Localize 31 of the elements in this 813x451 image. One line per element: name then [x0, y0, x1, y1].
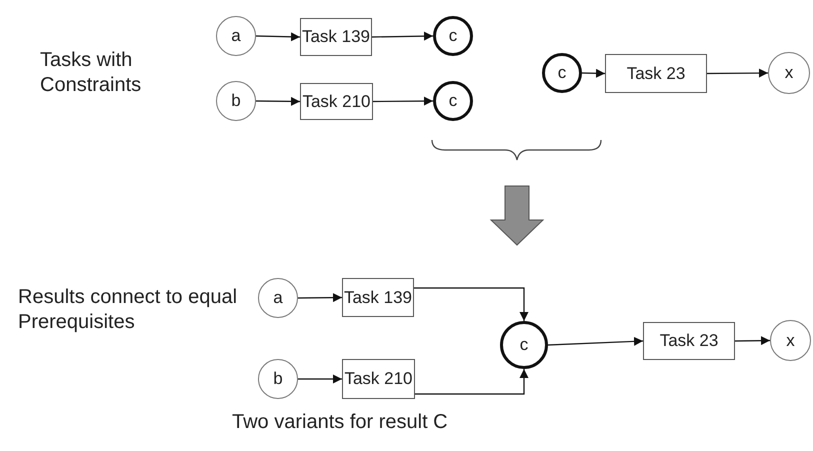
arrow [298, 293, 342, 302]
task-box: Task 210 [342, 359, 415, 399]
state-circle: a [216, 16, 256, 56]
arrow [548, 336, 644, 346]
task-box: Task 23 [643, 322, 735, 360]
task-box: Task 139 [300, 18, 372, 56]
arrow [298, 374, 342, 384]
caption-text: Two variants for result C [232, 410, 449, 435]
caption-text: Tasks with Constraints [40, 48, 142, 98]
arrow [373, 96, 433, 106]
state-circle: c [433, 16, 473, 56]
arrow [414, 287, 528, 321]
state-circle: x [768, 52, 810, 94]
task-box: Task 23 [605, 54, 707, 93]
state-circle: b [258, 359, 298, 399]
arrow [256, 96, 300, 106]
arrow [256, 32, 300, 42]
arrow [707, 68, 768, 78]
caption-text: Results connect to equal Prerequisites [18, 285, 238, 335]
state-circle: c [500, 321, 548, 369]
state-circle: a [258, 278, 298, 318]
arrow [735, 336, 770, 346]
state-circle: c [542, 53, 582, 93]
state-circle: c [433, 81, 473, 121]
arrow [415, 369, 528, 395]
state-circle: x [770, 320, 811, 361]
arrow [372, 32, 434, 41]
task-box: Task 139 [342, 278, 414, 317]
task-box: Task 210 [300, 83, 373, 120]
state-circle: b [216, 81, 256, 121]
arrow [582, 68, 606, 78]
